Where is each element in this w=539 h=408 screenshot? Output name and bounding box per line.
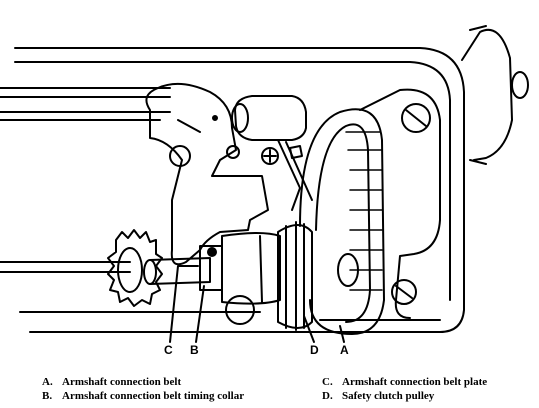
cam-block: [234, 95, 307, 141]
machine-arm-outline: [14, 47, 465, 333]
sewing-machine-diagram: [0, 25, 529, 343]
belt-plate-right: [359, 88, 441, 319]
legend-text: Safety clutch pulley: [342, 390, 435, 402]
callout-a: A: [340, 343, 349, 357]
callout-d: D: [310, 343, 319, 357]
callout-b: B: [190, 343, 199, 357]
legend-key: D.: [322, 390, 333, 402]
armshaft-connection-belt: [299, 108, 385, 335]
legend-text: Armshaft connection belt timing collar: [62, 390, 245, 402]
legend-item-b: B. Armshaft connection belt timing collar: [42, 390, 244, 403]
handwheel: [461, 28, 513, 161]
clutch-hub: [221, 232, 281, 305]
legend-item-a: A. Armshaft connection belt: [42, 376, 181, 389]
leader-c: [169, 265, 199, 343]
legend-text: Armshaft connection belt plate: [342, 376, 488, 388]
machine-arm-inner-edge: [14, 61, 451, 301]
legend-text: Armshaft connection belt: [62, 376, 182, 388]
clutch-knob: [225, 295, 255, 325]
legend-key: B.: [42, 390, 53, 402]
legend-key: C.: [322, 376, 333, 388]
set-screw: [261, 147, 279, 165]
casting-lower-edge: [19, 311, 441, 321]
belt-plate: [145, 82, 269, 266]
callout-c: C: [164, 343, 173, 357]
plate-screw-bottom: [391, 279, 417, 305]
leader-b: [195, 285, 205, 343]
left-gear: [107, 229, 163, 307]
plate-screw-top: [401, 103, 431, 133]
legend-item-c: C. Armshaft connection belt plate: [322, 376, 487, 389]
lever: [277, 139, 313, 211]
arm-rail-lines: [0, 87, 171, 121]
plate-hole: [169, 145, 191, 167]
legend-key: A.: [42, 376, 53, 388]
leader-a: [339, 325, 345, 343]
legend-item-d: D. Safety clutch pulley: [322, 390, 434, 403]
leader-d: [303, 315, 315, 343]
